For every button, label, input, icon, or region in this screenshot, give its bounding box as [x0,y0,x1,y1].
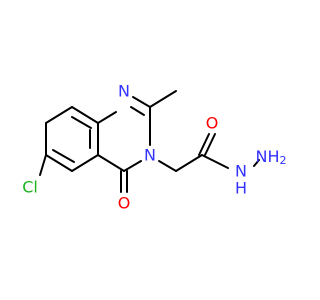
bond-c4-c4a [97,154,125,172]
atom-nh-label: N [235,162,247,181]
bond-c7-c8 [45,106,73,124]
atom-o4-label: O [118,194,131,213]
bond-c5-c6 [45,154,73,172]
bond-c2-methyl [149,90,177,108]
atom-nh-hydrogen-label: H [235,179,247,198]
bond-c5-c6-inner [52,149,75,163]
atom-nh2-label: NH2 [256,147,287,167]
atom-nh2-subscript: 2 [280,154,287,167]
bond-c6-cl [39,154,47,176]
bond-nh-nh2 [253,159,260,167]
atom-o-amide-label: O [206,114,219,133]
bond-n3-c4 [123,160,142,172]
atom-n1-label: N [118,82,130,101]
atom-cl-label: Cl [22,178,38,197]
bond-n1-c2-inner [130,106,145,116]
bond-c4a-c5 [71,154,99,172]
atom-nh2-text: NH [256,147,280,166]
bond-camide-nh [201,154,229,169]
bond-c8-c8a [71,106,99,124]
bond-ch2-camide [175,154,203,172]
molecule-structure: N N O Cl O N H NH2 [0,0,300,300]
bond-camide-o-b [204,133,216,156]
background [0,0,300,300]
bond-c8-c8a-inner [71,116,92,129]
bond-lines [39,90,260,193]
bond-c8a-n1 [97,111,117,124]
atom-n3-label: N [144,146,156,165]
bond-camide-o-a [198,133,210,156]
bond-n3-ch2 [158,160,177,172]
bond-n1-c2 [132,96,151,108]
